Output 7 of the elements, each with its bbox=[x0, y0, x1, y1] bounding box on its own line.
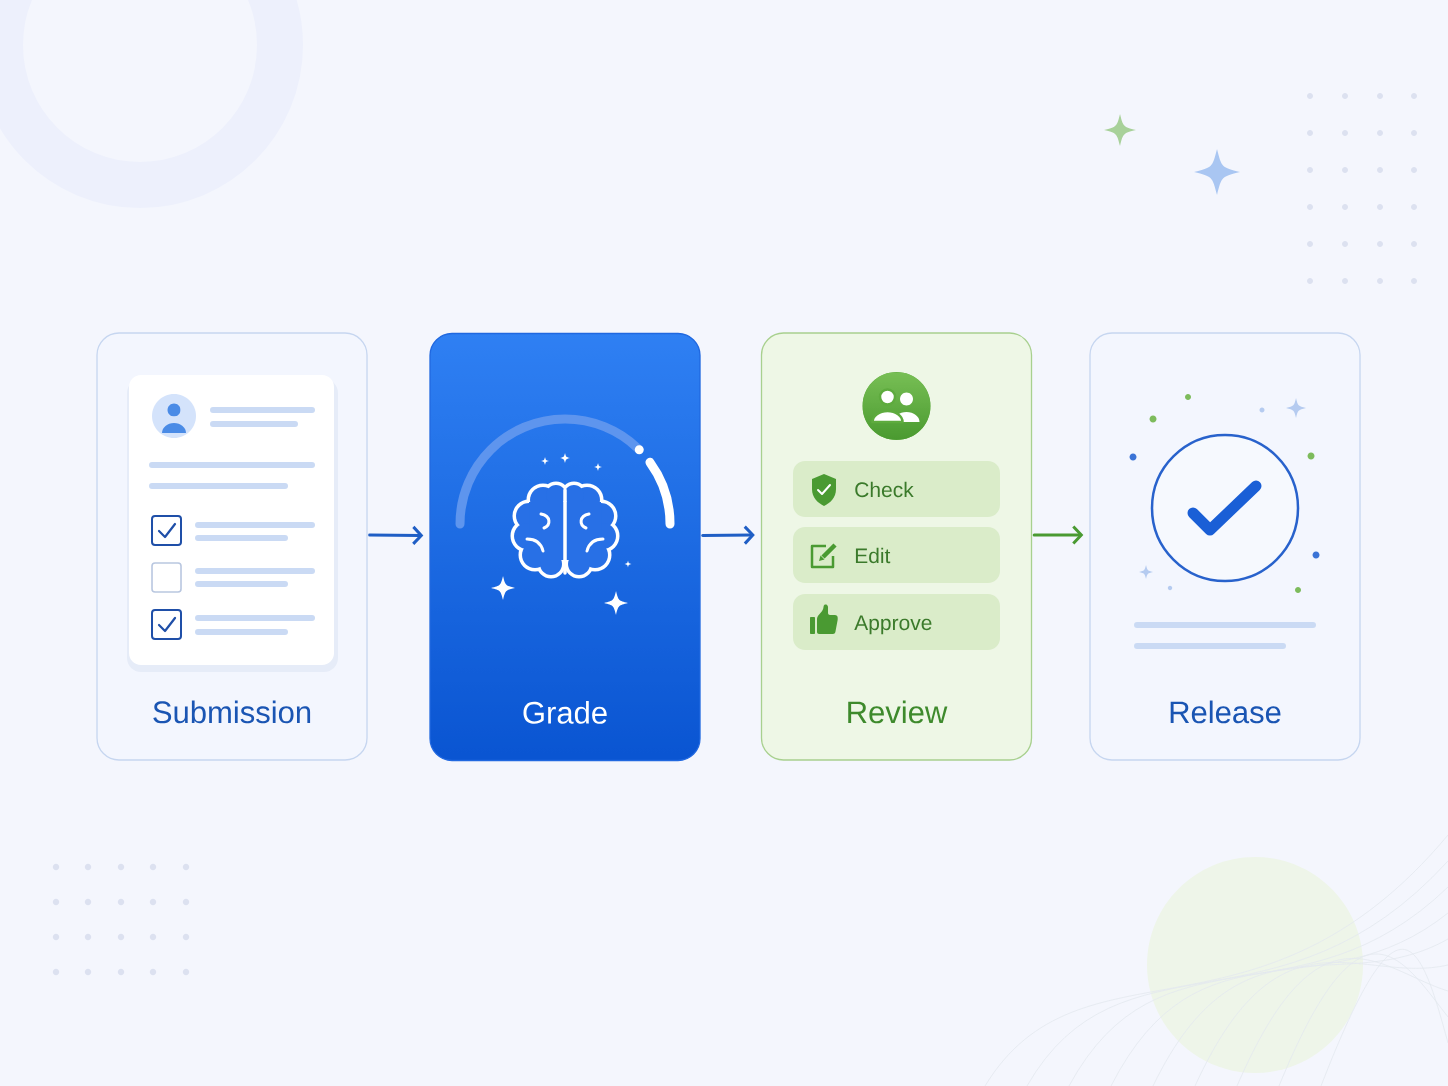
arrow bbox=[1032, 525, 1084, 545]
action-row: Edit bbox=[793, 527, 1000, 583]
action-row: Check bbox=[793, 461, 1000, 517]
arrow bbox=[701, 525, 755, 545]
arrow bbox=[368, 525, 424, 545]
action-row: Approve bbox=[793, 594, 1000, 650]
step-card: Grade bbox=[429, 332, 701, 762]
